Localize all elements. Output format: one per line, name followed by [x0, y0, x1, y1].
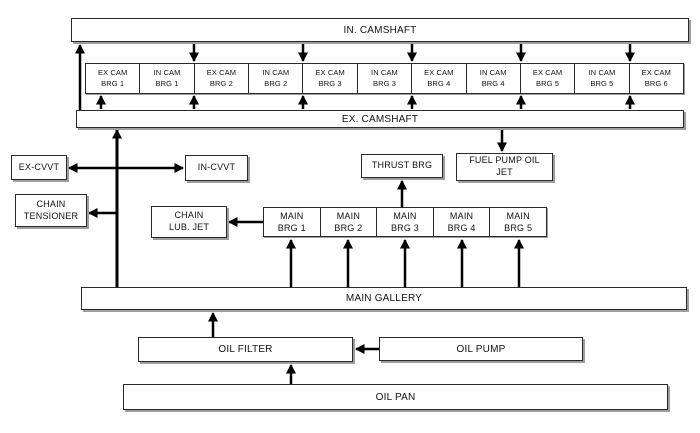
oil-pan-box: OIL PAN — [123, 384, 668, 410]
chain-tensioner-label: TENSIONER — [23, 210, 79, 221]
oil-filter-box: OIL FILTER — [138, 337, 353, 362]
in-camshaft-box: IN. CAMSHAFT — [71, 18, 689, 42]
in-cvvt-box: IN-CVVT — [185, 155, 248, 181]
chain-lub-jet-box: CHAIN LUB. JET — [151, 206, 227, 238]
in-camshaft-label: IN. CAMSHAFT — [343, 24, 417, 36]
fuel-pump-oil-jet-label: JET — [496, 167, 513, 177]
thrust-brg-label: THRUST BRG — [371, 160, 433, 171]
ex-cvvt-box: EX-CVVT — [11, 155, 67, 180]
chain-tensioner-box: CHAIN TENSIONER — [15, 194, 87, 227]
oil-pan-label: OIL PAN — [375, 391, 416, 403]
main-gallery-label: MAIN GALLERY — [345, 293, 423, 304]
chain-tensioner-label: CHAIN — [36, 198, 66, 209]
oil-pump-label: OIL PUMP — [456, 343, 506, 355]
ex-cvvt-label: EX-CVVT — [18, 161, 60, 172]
main-gallery-box: MAIN GALLERY — [81, 287, 687, 310]
thrust-brg-box: THRUST BRG — [361, 154, 443, 178]
chain-lub-jet-label: LUB. JET — [168, 222, 210, 232]
ex-camshaft-label: EX. CAMSHAFT — [341, 113, 419, 125]
chain-lub-jet-label: CHAIN — [174, 210, 204, 221]
in-cvvt-label: IN-CVVT — [197, 162, 236, 173]
ex-camshaft-box: EX. CAMSHAFT — [76, 110, 684, 128]
fuel-pump-oil-jet-label: FUEL PUMP OIL — [469, 155, 540, 166]
oil-filter-label: OIL FILTER — [218, 344, 273, 355]
fuel-pump-oil-jet-box: FUEL PUMP OIL JET — [456, 153, 553, 181]
oil-pump-box: OIL PUMP — [379, 337, 583, 361]
